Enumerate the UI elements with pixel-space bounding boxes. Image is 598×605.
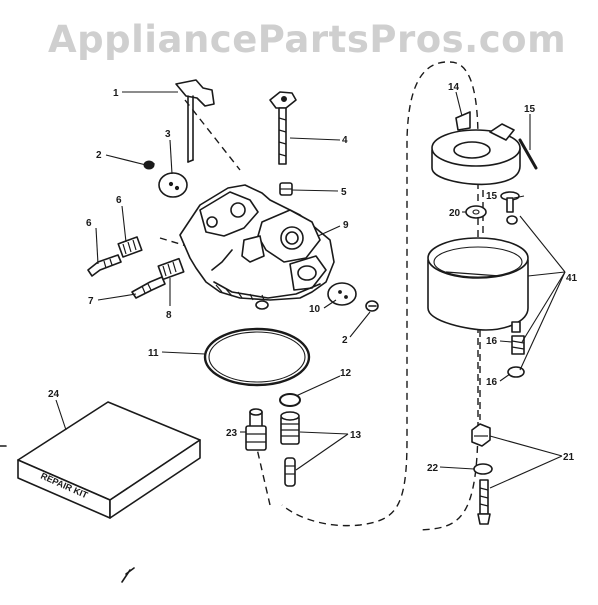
part-screw: [143, 160, 155, 170]
part-o-ring: [279, 393, 301, 407]
part-choke-plate: [158, 172, 188, 198]
callout-16b: 16: [486, 377, 498, 388]
dashed-assembly-path-inner: [419, 61, 479, 531]
callout-7: 7: [88, 296, 94, 307]
callout-15b: 15: [486, 191, 498, 202]
callout-3: 3: [165, 129, 171, 140]
callout-4: 4: [342, 135, 348, 146]
dashed-assembly-path: [281, 61, 446, 527]
callout-16: 16: [486, 336, 498, 347]
callout-41: 41: [566, 273, 578, 284]
part-drain-screw: [477, 479, 491, 525]
part-float-pin: [518, 138, 538, 170]
callout-5: 5: [341, 187, 347, 198]
callout-2b: 2: [342, 335, 348, 346]
dashed-alignment-line-shaft: [184, 99, 241, 171]
part-screw-right: [365, 300, 379, 312]
part-washer: [465, 205, 487, 219]
callout-11: 11: [148, 348, 159, 359]
part-spring: [117, 236, 143, 258]
part-nozzle: [280, 411, 300, 445]
part-throttle-plate: [327, 282, 357, 306]
callout-20: 20: [449, 208, 461, 219]
part-choke-shaft: [175, 79, 215, 163]
callout-numbers: 1 2 3 4 5 6 6 7 8 9 10 2 11 12 13 14 15 …: [48, 82, 578, 474]
dashed-alignment-line-left: [159, 237, 201, 251]
part-float-bowl: [427, 237, 529, 333]
callout-21: 21: [563, 452, 575, 463]
part-drain-fitting: [471, 423, 491, 447]
callout-leaders: [55, 91, 566, 489]
watermark: AppliancePartsPros.com: [48, 18, 567, 61]
callout-9: 9: [343, 220, 349, 231]
callout-6b: 6: [116, 195, 122, 206]
callout-12: 12: [340, 368, 352, 379]
part-inlet-fitting: [245, 408, 267, 451]
callout-13: 13: [350, 430, 362, 441]
callout-23: 23: [226, 428, 238, 439]
part-mixture-screw: [131, 276, 166, 299]
callout-24: 24: [48, 389, 60, 400]
callout-1: 1: [113, 88, 119, 99]
part-idle-screw: [87, 254, 122, 277]
part-bowl-cap: [507, 366, 525, 378]
part-bowl-gasket: [203, 327, 311, 387]
part-mixture-spring: [157, 257, 185, 281]
part-float: [431, 111, 521, 186]
callout-22: 22: [427, 463, 439, 474]
part-throttle-shaft: [269, 91, 297, 165]
callout-6: 6: [86, 218, 92, 229]
part-repair-kit-box: REPAIR KIT: [17, 401, 201, 519]
part-drain-washer: [473, 463, 493, 475]
part-carburetor-body: [179, 184, 335, 310]
callout-8: 8: [166, 310, 172, 321]
callout-10: 10: [309, 304, 321, 315]
part-needle: [284, 457, 296, 487]
callout-14: 14: [448, 82, 460, 93]
part-seal: [279, 182, 293, 196]
callout-15: 15: [524, 104, 536, 115]
part-bowl-spring: [511, 335, 525, 355]
stray-mark: [121, 567, 135, 583]
callout-2: 2: [96, 150, 102, 161]
part-bowl-screw: [500, 191, 520, 213]
